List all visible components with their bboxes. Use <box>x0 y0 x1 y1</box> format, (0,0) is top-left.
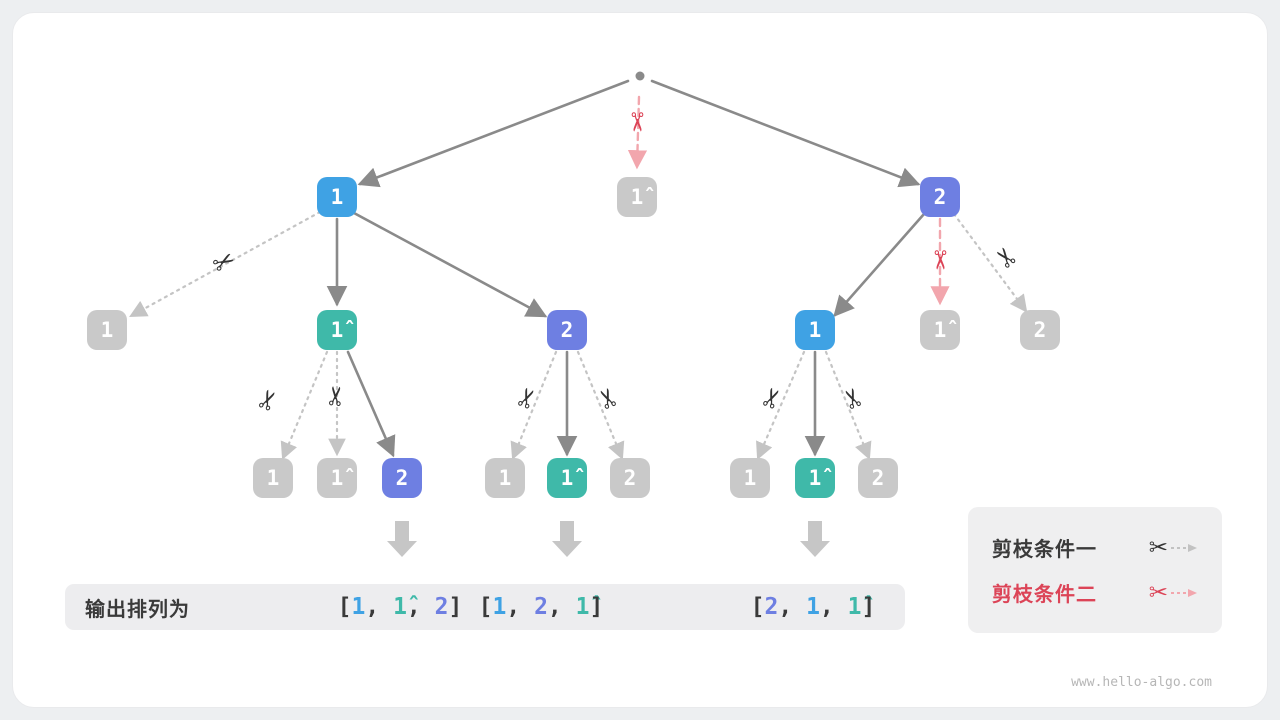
scissors-red-icon: ✂ <box>1148 579 1168 605</box>
black-scissors-icon: ✂ <box>1149 536 1198 559</box>
legend-row-condition2: 剪枝条件二 ✂ <box>992 578 1198 607</box>
legend-label-condition2: 剪枝条件二 <box>992 584 1097 606</box>
legend: 剪枝条件一 ✂ 剪枝条件二 ✂ <box>968 507 1222 633</box>
legend-label-condition1: 剪枝条件一 <box>992 539 1097 561</box>
output-bar: 输出排列为 <box>65 584 905 630</box>
scissors-black-icon: ✂ <box>1148 534 1168 560</box>
red-dashed-arrow-icon <box>1171 588 1197 597</box>
watermark: www.hello-algo.com <box>1071 675 1212 690</box>
gray-dashed-arrow-icon <box>1171 543 1197 552</box>
output-label: 输出排列为 <box>85 598 190 621</box>
red-scissors-icon: ✂ <box>1149 581 1198 604</box>
legend-row-condition1: 剪枝条件一 ✂ <box>992 533 1198 562</box>
